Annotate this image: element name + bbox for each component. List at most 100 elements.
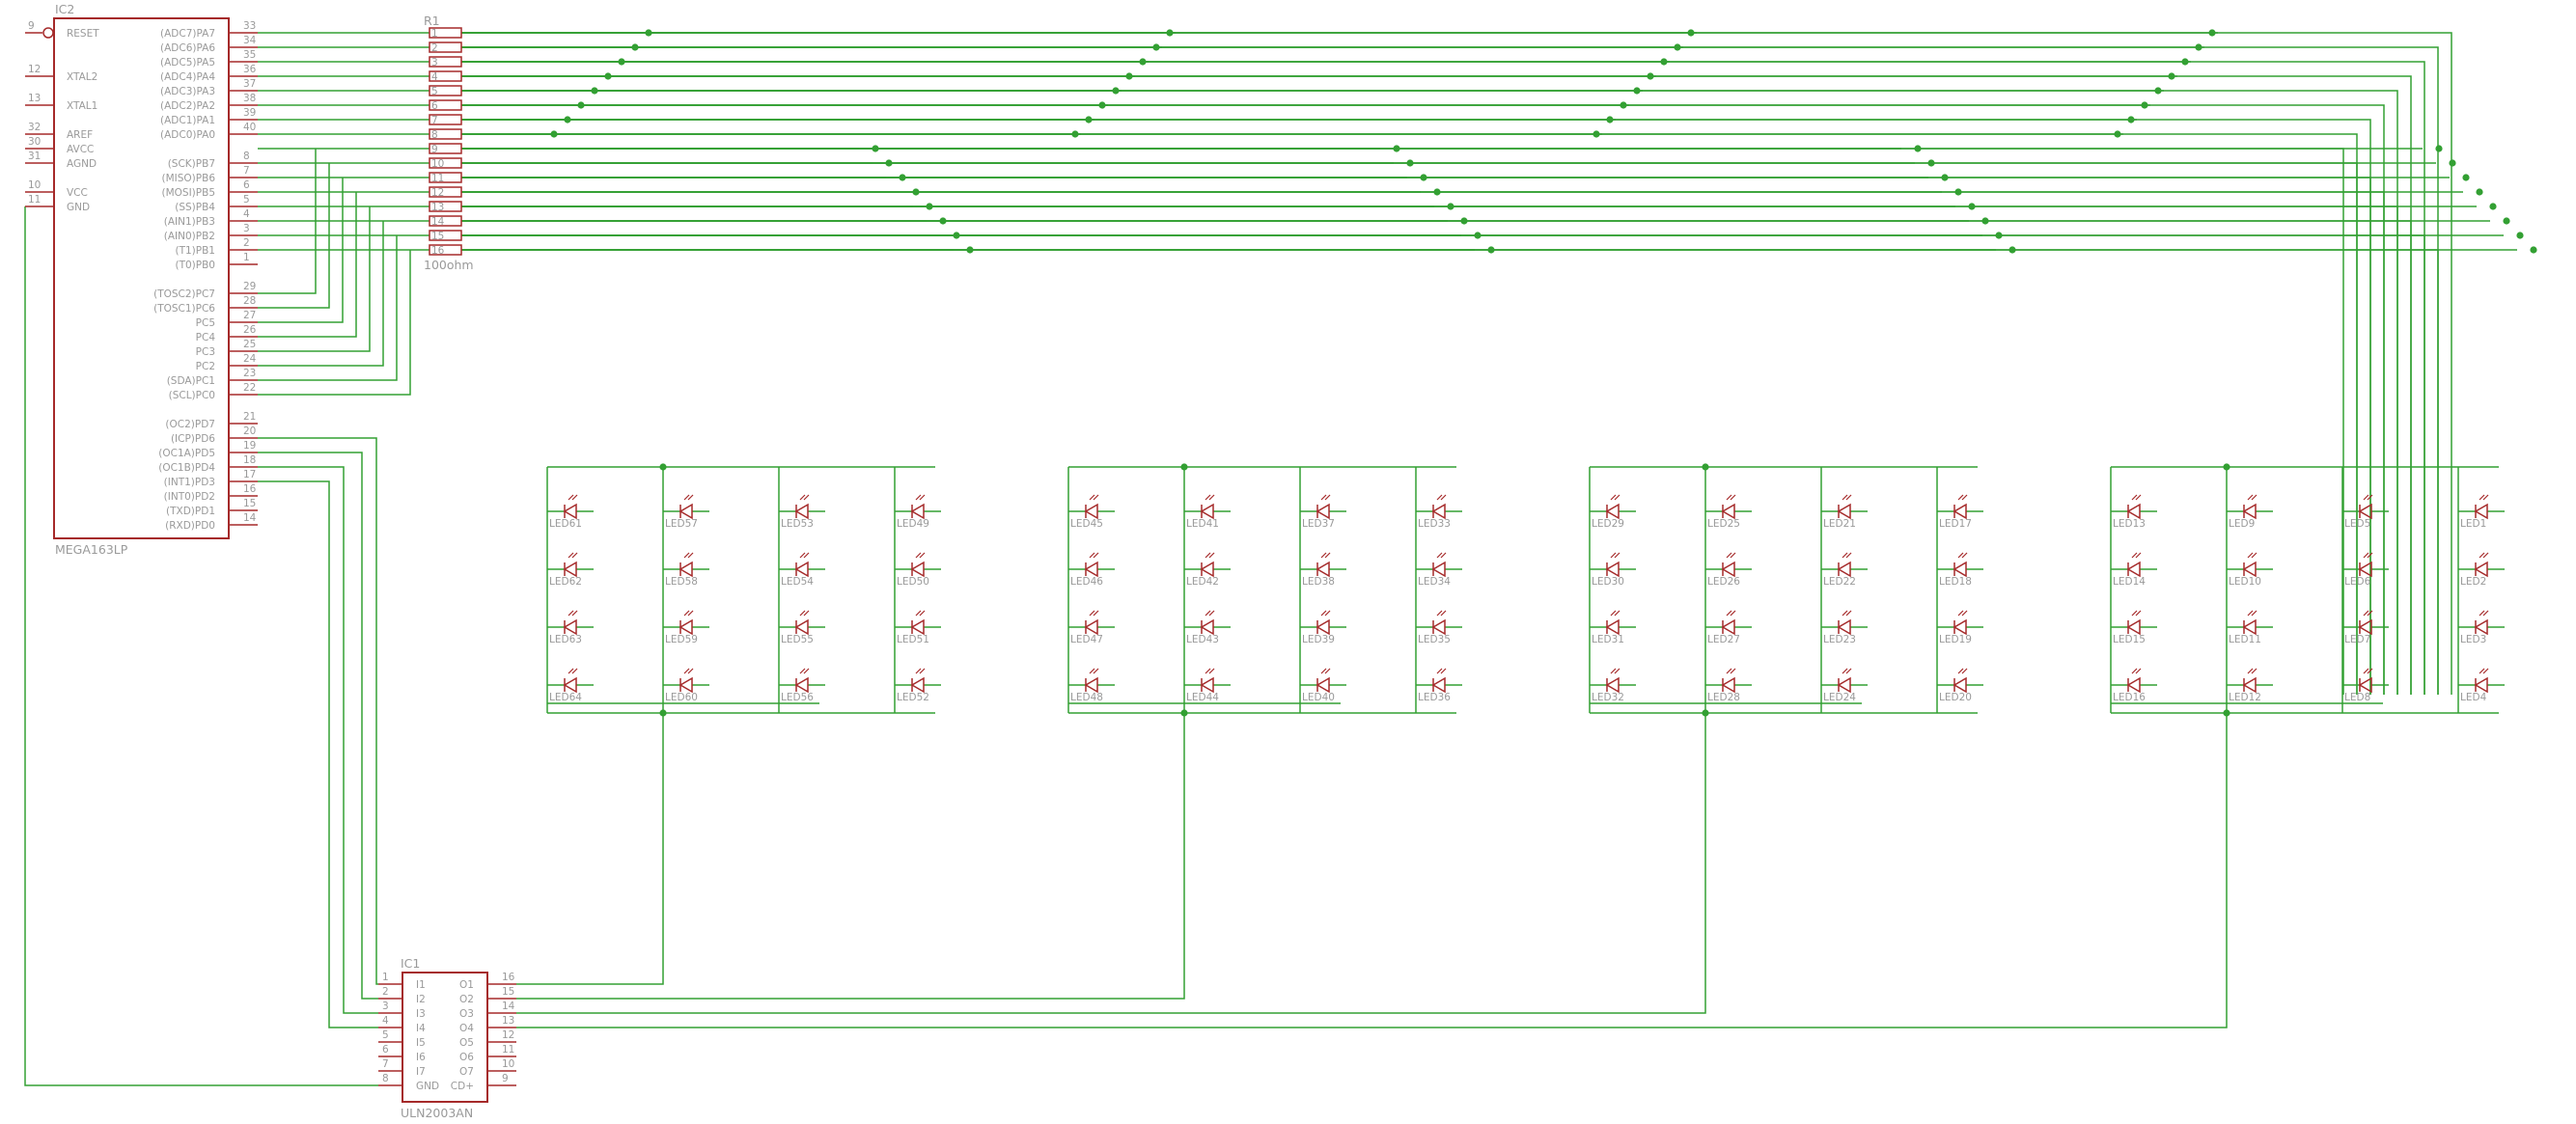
led-label: LED33: [1418, 518, 1451, 530]
ic1-pin-number: 10: [502, 1058, 514, 1070]
ic1-pin-number: 13: [502, 1015, 514, 1027]
ic2-pin-number: 15: [243, 498, 256, 509]
labels-layer: IC2MEGA163LP9RESET12XTAL213XTAL132AREF30…: [28, 2, 2487, 1120]
led-diode: [679, 618, 693, 636]
ic1-pin-number: 2: [382, 986, 389, 998]
ic1-pin-label: O5: [459, 1037, 474, 1049]
ic1-pin-number: 3: [382, 1001, 389, 1012]
junction-dot: [1968, 203, 1976, 210]
led-label: LED36: [1418, 692, 1451, 703]
junction-dot: [2114, 130, 2121, 138]
led-emission-arrow: [1845, 668, 1852, 674]
led-diode: [2474, 676, 2488, 694]
junction-dot: [1447, 203, 1454, 210]
led-label: LED38: [1302, 576, 1335, 588]
r1-resistor: [429, 186, 462, 198]
led-emission-arrow: [687, 668, 694, 674]
ic1-pin-label: CD+: [451, 1081, 474, 1092]
led-label: LED4: [2460, 692, 2487, 703]
ic2-pin-number: 26: [243, 324, 257, 336]
ic1-pin-number: 16: [502, 972, 515, 983]
led-emission-arrow: [1730, 552, 1736, 559]
ic1-pin-label: O2: [459, 994, 474, 1005]
led-diode: [1200, 676, 1214, 694]
ic2-value: MEGA163LP: [55, 542, 128, 557]
led-emission-arrow: [1845, 494, 1852, 501]
led-label: LED18: [1939, 576, 1972, 588]
led-emission-arrow: [803, 668, 810, 674]
junction-dot: [912, 188, 920, 196]
led-label: LED59: [665, 634, 698, 645]
led-emission-arrow: [2251, 494, 2257, 501]
junction-dot: [939, 217, 947, 225]
ic1-pin-number: 12: [502, 1029, 514, 1041]
ic2-pin-number: 20: [243, 425, 256, 437]
led-emission-arrow: [919, 552, 926, 559]
junction-dot: [1406, 159, 1414, 167]
ic1-pin-number: 14: [502, 1001, 515, 1012]
led-diode: [1431, 561, 1446, 578]
r1-resistor-label: 1: [431, 28, 438, 40]
junction-dot: [659, 709, 667, 717]
led-label: LED21: [1823, 518, 1856, 530]
ic2-pin-number: 32: [28, 122, 41, 133]
led-diode: [1953, 503, 1967, 520]
led-diode: [1316, 503, 1330, 520]
led-diode: [563, 618, 577, 636]
led-emission-arrow: [1842, 668, 1848, 674]
ic2-pin-label: (AIN1)PB3: [164, 216, 215, 228]
led-diode: [1721, 618, 1735, 636]
ic2-pin-label: (MISO)PB6: [162, 173, 216, 184]
ic2-pin-number: 31: [28, 151, 41, 162]
r1-resistor: [429, 85, 462, 96]
led-diode: [794, 503, 809, 520]
led-diode: [2474, 503, 2488, 520]
r1-long-run: [461, 61, 2425, 695]
ic1-pin-number: 8: [382, 1073, 389, 1084]
led-diode: [563, 561, 577, 578]
junction-dot: [1474, 232, 1482, 239]
led-emission-arrow: [915, 552, 922, 559]
junction-dot: [1647, 72, 1654, 80]
led-emission-arrow: [1730, 610, 1736, 617]
led-label: LED17: [1939, 518, 1972, 530]
ic2-pin-label: (OC2)PD7: [165, 419, 215, 430]
led-label: LED11: [2229, 634, 2261, 645]
led-emission-arrow: [1205, 668, 1211, 674]
ic2-pin-number: 3: [243, 223, 250, 234]
led-emission-arrow: [1957, 668, 1964, 674]
ic1-pin-number: 11: [502, 1044, 514, 1055]
led-label: LED48: [1070, 692, 1103, 703]
led-diode: [1605, 676, 1620, 694]
reset-invert-bubble: [42, 27, 54, 39]
led-emission-arrow: [1089, 494, 1095, 501]
led-label: LED35: [1418, 634, 1451, 645]
led-emission-arrow: [919, 610, 926, 617]
led-emission-arrow: [2251, 668, 2257, 674]
ic2-pin-label: (TXD)PD1: [166, 506, 215, 517]
led-label: LED44: [1186, 692, 1219, 703]
ic2-pin-label: AREF: [67, 129, 93, 141]
led-label: LED43: [1186, 634, 1219, 645]
ic2-pin-number: 6: [243, 179, 250, 191]
led-emission-arrow: [1961, 494, 1968, 501]
ic2-pin-label: GND: [67, 202, 90, 213]
pd-to-uln-wire: [258, 437, 378, 985]
led-emission-arrow: [1614, 552, 1620, 559]
r1-long-run: [461, 162, 2358, 695]
led-emission-arrow: [2135, 610, 2142, 617]
r1-long-run: [461, 220, 2412, 695]
led-label: LED10: [2229, 576, 2261, 588]
led-emission-arrow: [1093, 552, 1099, 559]
ic1-pin-number: 7: [382, 1058, 389, 1070]
junction-dot: [1393, 145, 1400, 152]
led-label: LED25: [1707, 518, 1740, 530]
uln-output-wire: [516, 713, 1185, 1000]
ic2-pin-label: (T1)PB1: [175, 245, 215, 257]
r1-resistor: [429, 27, 462, 39]
junction-dot: [1702, 463, 1709, 471]
led-label: LED37: [1302, 518, 1335, 530]
ic2-pin-number: 16: [243, 483, 257, 495]
led-emission-arrow: [571, 494, 578, 501]
led-emission-arrow: [568, 552, 574, 559]
